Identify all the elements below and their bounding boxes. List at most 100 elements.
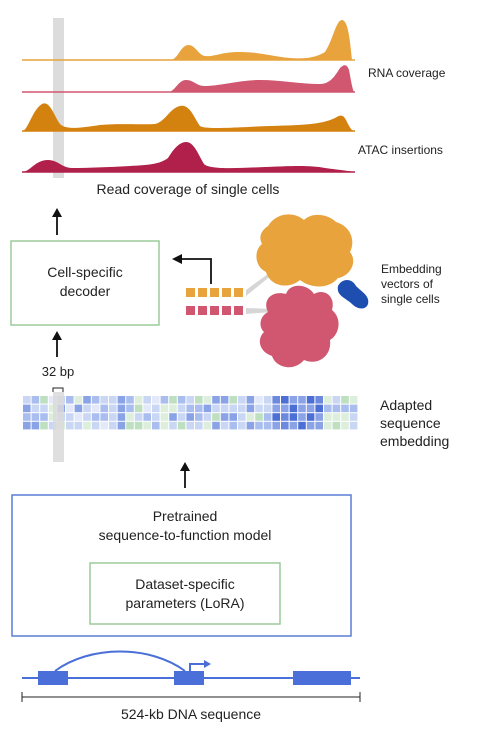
embedding-cell: [272, 413, 280, 421]
orange-embedding-vector: [186, 288, 243, 297]
embedding-cell: [349, 396, 358, 404]
embedding-cell: [83, 404, 91, 413]
embedding-cell: [281, 404, 289, 413]
embedding-cell: [289, 404, 298, 413]
embedding-cell: [341, 404, 349, 413]
exon-3: [293, 671, 351, 685]
embedding-cell: [341, 396, 349, 404]
orange-cell-blob-icon: [256, 214, 354, 287]
exon-2: [174, 671, 204, 685]
pink-cell-blob-icon: [259, 285, 339, 368]
embedding-cell: [195, 421, 203, 430]
coverage-track-2: [22, 65, 354, 92]
embedding-cell: [91, 396, 100, 404]
embedding-cell: [349, 404, 358, 413]
embedding-cell: [117, 421, 126, 430]
embedding-cell: [83, 421, 91, 430]
embedding-cell: [246, 396, 255, 404]
embedding-cell: [332, 396, 341, 404]
bin-size-label: 32 bp: [42, 364, 75, 379]
embedding-label-line3: single cells: [381, 292, 440, 306]
embedding-cell: [195, 404, 203, 413]
embedding-cell: [289, 421, 298, 430]
embedding-cell: [324, 421, 332, 430]
embedding-cell: [74, 421, 83, 430]
embedding-cell: [169, 404, 177, 413]
embedding-cell: [298, 413, 306, 421]
embedding-cell: [203, 421, 212, 430]
embedding-cell: [31, 421, 40, 430]
embedding-cell: [289, 413, 298, 421]
embedding-cell: [341, 413, 349, 421]
embedding-cell: [109, 413, 117, 421]
embedding-cell: [23, 413, 31, 421]
embedding-cell: [263, 396, 272, 404]
embedding-cell: [246, 404, 255, 413]
scale-bar: [21, 692, 361, 702]
embedding-cell: [306, 413, 315, 421]
embedding-cell: [134, 413, 143, 421]
embedding-cell: [134, 404, 143, 413]
embedding-cell: [66, 413, 74, 421]
embedding-cell: [91, 413, 100, 421]
embedding-cell: [255, 404, 263, 413]
embedding-cell: [66, 404, 74, 413]
embedding-cell: [177, 413, 186, 421]
decoder-label-line2: decoder: [60, 283, 111, 299]
embedding-cell: [186, 396, 194, 404]
embedding-cell: [152, 396, 160, 404]
embedding-cell: [91, 404, 100, 413]
embedding-cell: [74, 404, 83, 413]
embedding-cell: [306, 421, 315, 430]
embedding-cell: [40, 421, 48, 430]
up-arrow-icon: [52, 331, 62, 340]
embedding-cell: [272, 404, 280, 413]
embedding-cell: [31, 413, 40, 421]
embedding-cell: [23, 421, 31, 430]
embedding-cell: [203, 404, 212, 413]
dna-sequence-label: 524-kb DNA sequence: [121, 706, 261, 722]
embedding-cell: [143, 396, 151, 404]
embedding-cell: [83, 396, 91, 404]
embedding-cell: [109, 421, 117, 430]
embedding-cell: [126, 404, 134, 413]
embedding-cell: [246, 413, 255, 421]
embedding-cell: [169, 396, 177, 404]
embedding-cell: [212, 404, 220, 413]
embedding-cell: [229, 396, 237, 404]
embedding-cell: [298, 421, 306, 430]
embedding-cell: [152, 404, 160, 413]
embedding-cell: [160, 404, 169, 413]
embedding-cell: [349, 421, 358, 430]
embedding-cell: [117, 396, 126, 404]
embedding-cell: [91, 421, 100, 430]
embedding-cell: [48, 404, 57, 413]
embedding-cell: [74, 413, 83, 421]
embedding-cell: [332, 413, 341, 421]
embedding-cell: [306, 396, 315, 404]
embedding-cell: [220, 404, 229, 413]
pretrained-label-line1: Pretrained: [153, 508, 218, 524]
embedding-cell: [169, 413, 177, 421]
embedding-cell: [177, 404, 186, 413]
embedding-cell: [315, 404, 323, 413]
lora-label-line1: Dataset-specific: [135, 576, 235, 592]
embedding-cell: [220, 396, 229, 404]
embedding-cell: [126, 421, 134, 430]
embedding-cell: [263, 421, 272, 430]
pretrained-label-line2: sequence-to-function model: [99, 527, 272, 543]
embedding-cell: [298, 396, 306, 404]
left-arrow-icon: [172, 254, 182, 264]
decoder-box: [10, 240, 160, 326]
embedding-cell: [246, 421, 255, 430]
adapted-label-line1: Adapted: [380, 397, 432, 413]
embedding-cell: [306, 404, 315, 413]
lora-box: [89, 562, 281, 625]
promoter-arrow-icon: [189, 660, 211, 671]
embedding-cell: [66, 421, 74, 430]
embedding-cell: [31, 404, 40, 413]
embedding-cell: [109, 396, 117, 404]
embedding-cell: [117, 413, 126, 421]
embedding-cell: [126, 396, 134, 404]
embedding-cell: [160, 421, 169, 430]
